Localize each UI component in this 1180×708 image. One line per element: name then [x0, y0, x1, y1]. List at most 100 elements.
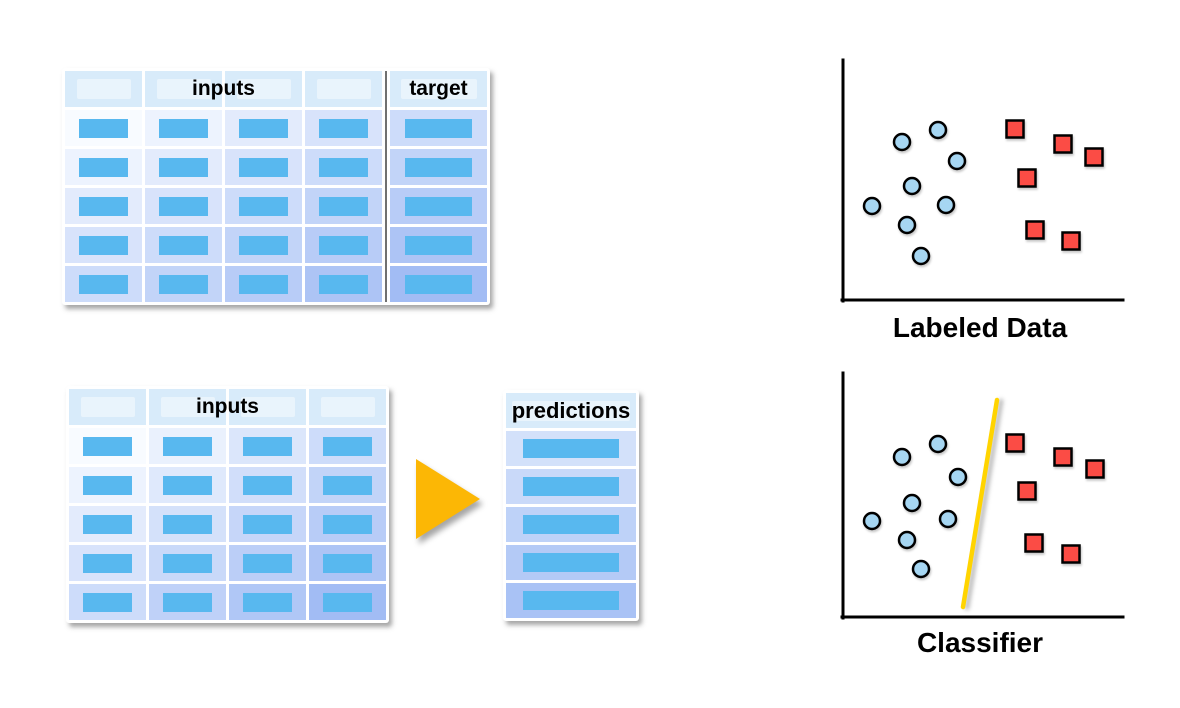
header-placeholder — [512, 400, 630, 421]
header-placeholder — [160, 397, 215, 417]
data-bar — [523, 515, 619, 534]
data-bar — [523, 553, 619, 572]
table-cell — [225, 149, 302, 185]
header-cell — [69, 389, 146, 425]
classifier-plot — [840, 371, 1125, 620]
table-cell — [149, 584, 226, 620]
data-bar — [159, 235, 208, 255]
data-bar — [159, 118, 208, 138]
data-bar — [523, 477, 619, 496]
table-cell — [506, 431, 636, 466]
data-bar — [239, 196, 288, 216]
data-bar — [405, 274, 472, 294]
header-cell — [149, 389, 226, 425]
inference-inputs-grid: inputs — [69, 389, 386, 620]
data-bar — [79, 196, 128, 216]
table-cell — [229, 467, 306, 503]
data-bar — [243, 514, 292, 534]
data-bar — [159, 157, 208, 177]
data-bar — [79, 235, 128, 255]
table-cell — [506, 545, 636, 580]
data-bar — [159, 274, 208, 294]
header-placeholder — [156, 79, 211, 99]
table-cell — [305, 266, 382, 302]
table-cell — [225, 266, 302, 302]
table-cell — [65, 188, 142, 224]
classifier-title: Classifier — [916, 627, 1044, 658]
circle-marker — [928, 120, 948, 140]
table-cell — [229, 428, 306, 464]
header-placeholder — [236, 79, 291, 99]
table-cell — [149, 467, 226, 503]
table-cell — [225, 110, 302, 146]
right-arrow-icon — [416, 459, 480, 539]
circle-marker — [902, 176, 922, 196]
square-marker — [1053, 134, 1073, 154]
table-cell — [149, 545, 226, 581]
table-cell — [305, 227, 382, 263]
table-cell — [506, 469, 636, 504]
inference-inputs-header-label: inputs — [196, 395, 259, 418]
table-cell — [145, 149, 222, 185]
square-marker — [1017, 481, 1037, 501]
header-cell — [65, 71, 142, 107]
square-marker — [1085, 459, 1105, 479]
table-cell — [69, 584, 146, 620]
circle-marker — [862, 196, 882, 216]
circle-marker — [938, 509, 958, 529]
square-marker — [1005, 433, 1025, 453]
data-bar — [319, 118, 368, 138]
arrow-triangle — [416, 459, 480, 539]
table-cell — [390, 149, 487, 185]
data-bar — [163, 475, 212, 495]
data-bar — [163, 592, 212, 612]
circle-marker — [911, 246, 931, 266]
decision-boundary-line — [960, 397, 1000, 610]
square-marker — [1017, 168, 1037, 188]
square-marker — [1084, 147, 1104, 167]
header-placeholder — [316, 79, 371, 99]
data-bar — [243, 553, 292, 573]
data-bar — [243, 592, 292, 612]
data-bar — [323, 436, 372, 456]
data-bar — [239, 274, 288, 294]
table-cell — [225, 227, 302, 263]
circle-marker — [897, 215, 917, 235]
table-cell — [149, 428, 226, 464]
data-bar — [239, 157, 288, 177]
data-bar — [319, 196, 368, 216]
square-marker — [1061, 544, 1081, 564]
table-cell — [229, 545, 306, 581]
training-data-table: inputs target — [62, 68, 490, 305]
data-bar — [163, 553, 212, 573]
training-inputs-header-label: inputs — [192, 77, 255, 100]
table-cell — [309, 545, 386, 581]
table-cell — [309, 467, 386, 503]
table-cell — [309, 584, 386, 620]
circle-marker — [928, 434, 948, 454]
data-bar — [323, 514, 372, 534]
header-cell — [305, 71, 382, 107]
table-cell — [305, 110, 382, 146]
circle-marker — [892, 447, 912, 467]
square-marker — [1061, 231, 1081, 251]
data-bar — [159, 196, 208, 216]
data-bar — [163, 514, 212, 534]
table-cell — [229, 584, 306, 620]
data-bar — [79, 118, 128, 138]
table-cell — [390, 227, 487, 263]
data-bar — [163, 436, 212, 456]
table-cell — [390, 188, 487, 224]
training-target-header-label: target — [409, 77, 468, 100]
table-cell — [390, 266, 487, 302]
predictions-grid: predictions — [506, 393, 636, 618]
table-cell — [65, 110, 142, 146]
table-cell — [305, 188, 382, 224]
circle-marker — [897, 530, 917, 550]
data-bar — [323, 592, 372, 612]
inputs-target-separator — [385, 71, 387, 302]
header-placeholder — [80, 397, 135, 417]
data-bar — [323, 553, 372, 573]
circle-marker — [902, 493, 922, 513]
